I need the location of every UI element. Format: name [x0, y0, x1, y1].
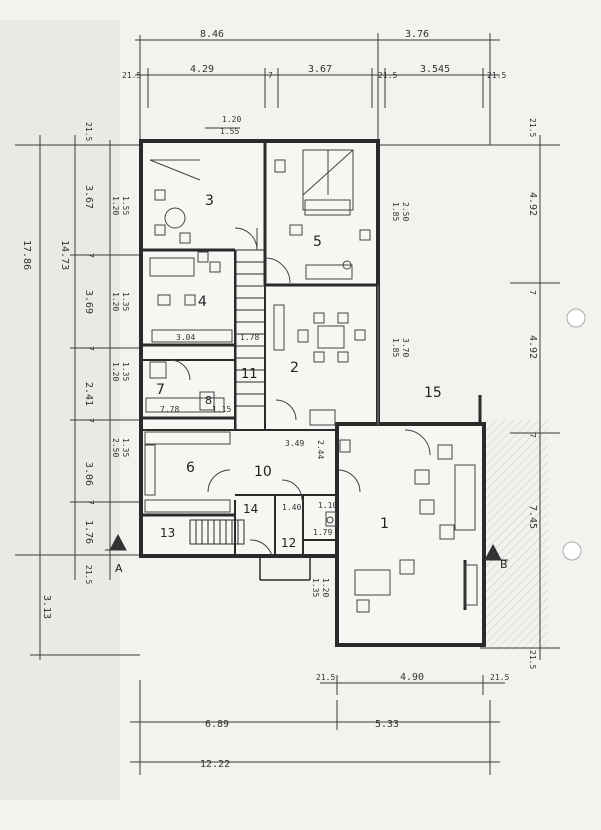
dim-left-w1b: 1.55	[121, 196, 130, 215]
dim-top-c3: 3.545	[420, 64, 450, 75]
dim-mid-2-50: 2.50	[401, 202, 410, 221]
dim-room-7-78: 7.78	[160, 405, 179, 414]
dim-right-small-top: 21.5	[528, 118, 537, 137]
room-13-label: 13	[160, 526, 175, 540]
dim-left-1-76: 1.76	[83, 520, 94, 544]
dim-room-1-78: 1.78	[240, 333, 259, 342]
dim-room-1-10: 1.10	[318, 501, 337, 510]
dim-right-7-45: 7.45	[527, 505, 538, 529]
dim-left-3-13: 3.13	[41, 595, 52, 619]
dim-mid-1-35: 1.35	[311, 578, 320, 597]
room-2-label: 2	[290, 360, 299, 376]
room-6-label: 6	[186, 460, 195, 476]
room-15-label: 15	[424, 385, 442, 401]
section-a-label: A	[115, 562, 123, 575]
dim-room-1-40: 1.40	[282, 503, 301, 512]
dim-top-c1: 4.29	[190, 64, 214, 75]
dim-left-seven-2: 7	[86, 346, 95, 351]
dim-room-3-49: 3.49	[285, 439, 304, 448]
dim-top-small-c: 21.5	[378, 71, 397, 80]
furniture	[144, 149, 478, 613]
dim-mid-1-20: 1.20	[321, 578, 330, 597]
dim-room-3-04: 3.04	[176, 333, 195, 342]
dim-bot-small-b: 21.5	[490, 673, 509, 682]
dim-left-seven-1: 7	[86, 253, 95, 258]
dim-bot-small-a: 21.5	[316, 673, 335, 682]
dim-left-small-bot: 21.5	[84, 565, 93, 584]
dim-left-total: 17.86	[21, 240, 32, 270]
dim-left-3-69: 3.69	[83, 290, 94, 314]
dim-top-small-d: 21.5	[487, 71, 506, 80]
dim-room-1-79: 1.79	[313, 528, 332, 537]
dim-top-a: 8.46	[200, 29, 224, 40]
dim-left-seven-3: 7	[86, 418, 95, 423]
room-4-label: 4	[198, 294, 207, 310]
dim-mid-1-85b: 1.85	[391, 338, 400, 357]
room-5-label: 5	[313, 234, 322, 250]
dim-mid-3-70: 3.70	[401, 338, 410, 357]
dim-left-3-67: 3.67	[83, 185, 94, 209]
dim-right-seven-2: 7	[528, 433, 537, 438]
dim-right-small-bot: 21.5	[528, 650, 537, 669]
dim-mid-2-44: 2.44	[316, 440, 325, 459]
dim-left-mid: 14.73	[59, 240, 70, 270]
section-labels: A B	[115, 558, 508, 575]
dim-left-w2: 1.20	[111, 292, 120, 311]
room-3-label: 3	[205, 193, 214, 209]
punch-hole-top	[566, 308, 586, 328]
door-swings	[169, 227, 431, 557]
room-12-label: 12	[281, 536, 296, 550]
room-14-label: 14	[243, 502, 258, 516]
room-10-label: 10	[254, 464, 272, 480]
dim-right-4-92a: 4.92	[527, 192, 538, 216]
dim-top-c2: 3.67	[308, 64, 332, 75]
dim-mid-1-85: 1.85	[391, 202, 400, 221]
dim-left-w1: 1.20	[111, 196, 120, 215]
room-8-label: 8	[205, 394, 212, 407]
dim-left-small-top: 21.5	[84, 122, 93, 141]
scan-shadow	[0, 20, 120, 800]
dim-left-seven-4: 7	[86, 500, 95, 505]
room-numbers: 3 5 4 2 11 7 8 15 6 10 1 14 13 12	[156, 193, 442, 550]
dim-top-d2: 1.55	[220, 127, 239, 136]
section-markers	[105, 533, 508, 561]
dim-top-b: 3.76	[405, 29, 429, 40]
dim-bot-total: 12.22	[200, 759, 230, 770]
dim-bot-6-89: 6.89	[205, 719, 229, 730]
dimension-lines	[15, 33, 560, 775]
dim-top-small-b: 7	[268, 71, 273, 80]
dim-right-4-92b: 4.92	[527, 335, 538, 359]
dim-left-w4b: 1.35	[121, 438, 130, 457]
dim-left-w4: 2.50	[111, 438, 120, 457]
punch-hole-bottom	[562, 541, 582, 561]
hatched-area	[480, 420, 548, 650]
room-7-label: 7	[156, 382, 165, 398]
dim-left-w2b: 1.35	[121, 292, 130, 311]
dim-bot-5-33: 5.33	[375, 719, 399, 730]
dim-left-2-41: 2.41	[83, 382, 94, 406]
dim-bot-4-90: 4.90	[400, 672, 424, 683]
section-b-label: B	[500, 558, 508, 571]
room-1-label: 1	[380, 516, 389, 532]
dim-top-small-a: 21.5	[122, 71, 141, 80]
dim-top-d1: 1.20	[222, 115, 241, 124]
dim-left-3-06: 3.06	[83, 462, 94, 486]
dim-right-seven-1: 7	[528, 290, 537, 295]
dim-left-w3: 1.20	[111, 362, 120, 381]
dim-room-1-15: 1.15	[212, 405, 231, 414]
dimension-labels: 8.46 3.76 4.29 3.67 3.545 21.5 7 21.5 21…	[21, 29, 538, 770]
room-11-label: 11	[241, 367, 258, 382]
dim-left-w3b: 1.35	[121, 362, 130, 381]
